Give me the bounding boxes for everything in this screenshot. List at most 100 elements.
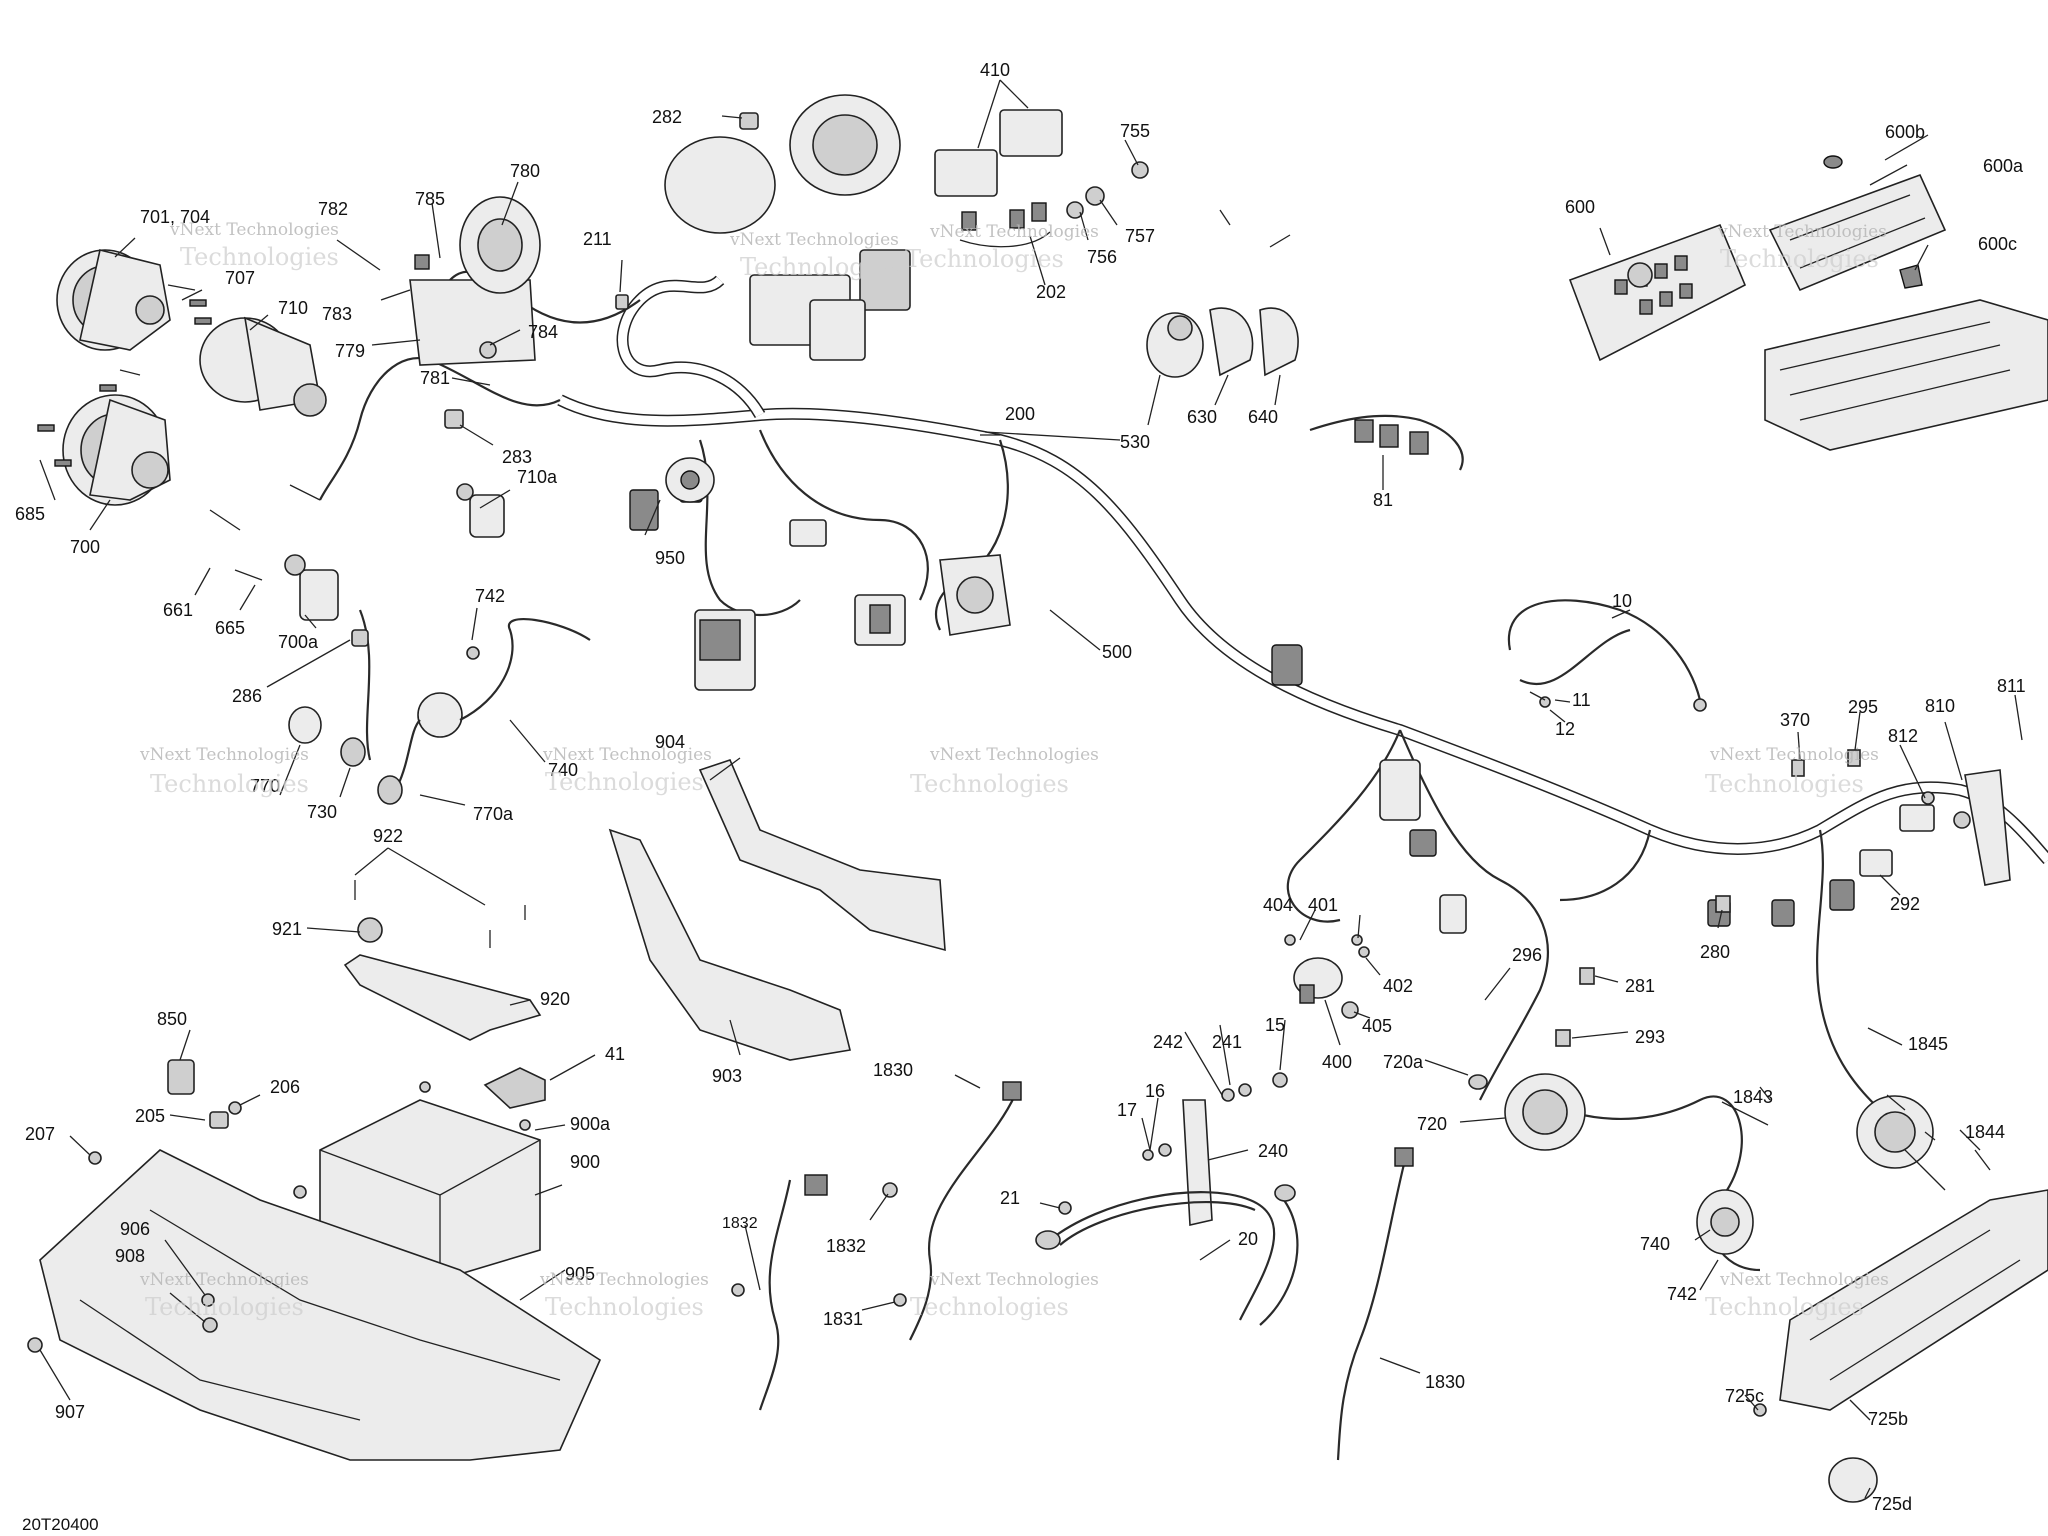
- callout-720a: 720a: [1383, 1052, 1424, 1072]
- callout-740: 740: [548, 760, 578, 780]
- callout-812: 812: [1888, 726, 1918, 746]
- callout-293: 293: [1635, 1027, 1665, 1047]
- callout-725d: 725d: [1872, 1494, 1912, 1514]
- battery-and-tray: [27, 880, 602, 1461]
- callout-240: 240: [1258, 1141, 1288, 1161]
- callout-730: 730: [307, 802, 337, 822]
- callout-20: 20: [1238, 1229, 1258, 1249]
- callout-904: 904: [655, 732, 685, 752]
- callout-292: 292: [1890, 894, 1920, 914]
- center-top-components: [444, 94, 1149, 691]
- callout-296: 296: [1512, 945, 1542, 965]
- callout-950: 950: [655, 548, 685, 568]
- callout-200: 200: [1005, 404, 1035, 424]
- switch-group: [1146, 307, 1464, 471]
- callout-600a: 600a: [1983, 156, 2024, 176]
- callout-410: 410: [980, 60, 1010, 80]
- panels-903-904: [608, 759, 946, 1061]
- callout-241: 241: [1212, 1032, 1242, 1052]
- watermark-text: vNext Technologies: [1719, 1270, 1889, 1290]
- callout-707: 707: [225, 268, 255, 288]
- callout-286: 286: [232, 686, 262, 706]
- callout-207: 207: [25, 1124, 55, 1144]
- callout-781: 781: [420, 368, 450, 388]
- leader-lines: [39, 79, 2023, 1499]
- callout-782: 782: [318, 199, 348, 219]
- callout-labels: 282 410 755 757 756 202 211 780 785 782 …: [15, 60, 2026, 1534]
- watermark-text: vNext Technologies: [1717, 222, 1887, 242]
- callout-500: 500: [1102, 642, 1132, 662]
- watermark-text-2: Technologies: [150, 770, 309, 798]
- watermark-text-2: Technologies: [1705, 770, 1864, 798]
- watermark-text-2: Technologies: [545, 1293, 704, 1321]
- callout-725c: 725c: [1725, 1386, 1764, 1406]
- callout-710: 710: [278, 298, 308, 318]
- callout-905: 905: [565, 1264, 595, 1284]
- callout-1832-b: 1832: [826, 1236, 866, 1256]
- watermark-text: vNext Technologies: [1709, 745, 1879, 765]
- callout-281: 281: [1625, 976, 1655, 996]
- callout-282: 282: [652, 107, 682, 127]
- watermark-text: vNext Technologies: [729, 230, 899, 250]
- callout-780: 780: [510, 161, 540, 181]
- callout-600: 600: [1565, 197, 1595, 217]
- callout-785: 785: [415, 189, 445, 209]
- callout-903: 903: [712, 1066, 742, 1086]
- callout-530: 530: [1120, 432, 1150, 452]
- watermark-text-2: Technologies: [545, 768, 704, 796]
- watermark-text-2: Technologies: [910, 770, 1069, 798]
- watermark-text-2: Technologies: [145, 1293, 304, 1321]
- callout-921: 921: [272, 919, 302, 939]
- watermark-text: vNext Technologies: [929, 745, 1099, 765]
- watermark-text: vNext Technologies: [542, 745, 712, 765]
- callout-211: 211: [583, 229, 612, 249]
- callout-700a: 700a: [278, 632, 319, 652]
- callout-283: 283: [502, 447, 532, 467]
- callout-405: 405: [1362, 1016, 1392, 1036]
- callout-661: 661: [163, 600, 193, 620]
- callout-280: 280: [1700, 942, 1730, 962]
- callout-810: 810: [1925, 696, 1955, 716]
- callout-16: 16: [1145, 1081, 1165, 1101]
- callout-17: 17: [1117, 1100, 1137, 1120]
- callout-701-704: 701, 704: [140, 207, 210, 227]
- callout-700: 700: [70, 537, 100, 557]
- callout-21: 21: [1000, 1188, 1020, 1208]
- callout-665: 665: [215, 618, 245, 638]
- callout-783: 783: [322, 304, 352, 324]
- callout-205: 205: [135, 1106, 165, 1126]
- callout-41: 41: [605, 1044, 625, 1064]
- callout-770: 770: [250, 776, 280, 796]
- callout-15: 15: [1265, 1015, 1285, 1035]
- callout-370: 370: [1780, 710, 1810, 730]
- watermark-text-2: Technologies: [740, 253, 899, 281]
- callout-900: 900: [570, 1152, 600, 1172]
- watermark-text-2: Technologies: [180, 243, 339, 271]
- callout-600c: 600c: [1978, 234, 2017, 254]
- callout-920: 920: [540, 989, 570, 1009]
- callout-784: 784: [528, 322, 558, 342]
- watermark-text-2: Technologies: [905, 245, 1064, 273]
- callout-1832: 1832: [722, 1215, 758, 1232]
- watermark-text-2: Technologies: [1720, 245, 1879, 273]
- callout-10: 10: [1612, 591, 1632, 611]
- callout-779: 779: [335, 341, 365, 361]
- callout-12: 12: [1555, 719, 1575, 739]
- figure-reference: 20T20400: [22, 1515, 99, 1534]
- callout-757: 757: [1125, 226, 1155, 246]
- watermark-text: vNext Technologies: [169, 220, 339, 240]
- callout-1830-b: 1830: [1425, 1372, 1465, 1392]
- callout-850: 850: [157, 1009, 187, 1029]
- callout-404: 404: [1263, 895, 1293, 915]
- callout-907: 907: [55, 1402, 85, 1422]
- callout-206: 206: [270, 1077, 300, 1097]
- callout-1843: 1843: [1733, 1087, 1773, 1107]
- callout-685: 685: [15, 504, 45, 524]
- callout-630: 630: [1187, 407, 1217, 427]
- callout-720: 720: [1417, 1114, 1447, 1134]
- watermark-text: vNext Technologies: [539, 1270, 709, 1290]
- callout-908: 908: [115, 1246, 145, 1266]
- watermark-text: vNext Technologies: [929, 222, 1099, 242]
- callout-640: 640: [1248, 407, 1278, 427]
